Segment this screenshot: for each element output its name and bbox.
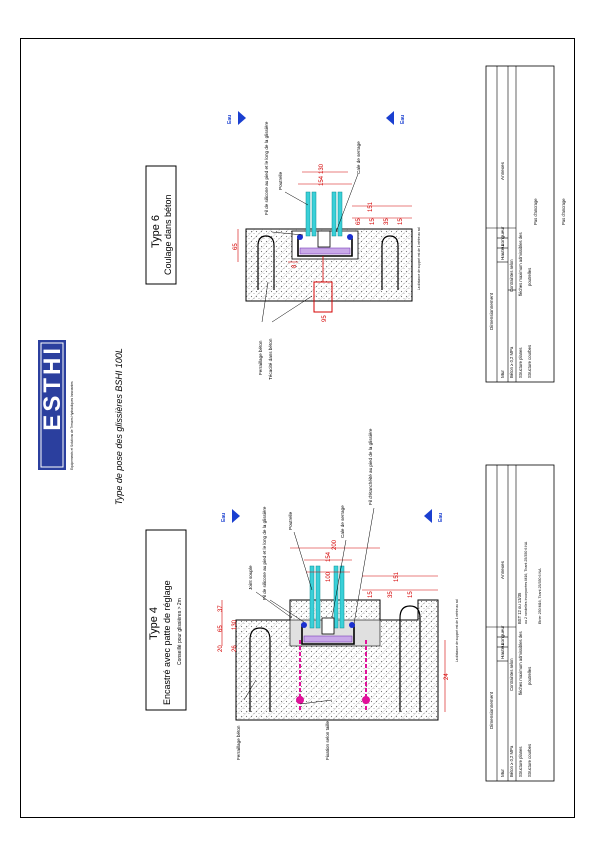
- type4-dim-130: 130: [232, 619, 238, 630]
- table-left-row3-c: Etrier 250 M16, Tirant 25/350 6 NA: [538, 568, 542, 624]
- type6-label-ferraillage: Ferraillage béton: [258, 340, 263, 375]
- table-right-col3: Longueur: [500, 226, 505, 246]
- type6-dim-95: 95: [322, 315, 328, 322]
- type6-dim-8: 8: [292, 264, 298, 268]
- type4-dim-37: 37: [218, 605, 224, 612]
- type4-annotations: Joint souple Fil de silicone au pied et …: [236, 428, 459, 760]
- table-right-col4: Annexes: [500, 161, 505, 180]
- type4-subtitle: Encastré avec patte de réglage: [162, 580, 172, 705]
- type4-dim-154: 154: [326, 551, 332, 562]
- table-left-row2-c: ou 2 rondelles incorporées M16, Tirant 2…: [524, 541, 528, 624]
- type6-dim-15b: 15: [398, 218, 404, 225]
- type4-eau-right: Eau: [438, 513, 444, 522]
- type4-label-fixation: Fixation selon taille: [325, 720, 330, 760]
- table-right-col2: Hauteur: [500, 243, 505, 260]
- table-right-row1-b: Contraintes selon: [509, 259, 514, 292]
- table-left-header: Dimensionnement: [489, 691, 494, 729]
- table-left-col1: Mur: [500, 769, 505, 777]
- table-right-col1: Mur: [500, 370, 505, 378]
- type4-label-fil-etancheite: Fil d'étanchéité au pied de la glissière: [368, 428, 373, 505]
- type4-title-box: Type 4 Encastré avec patte de réglage Co…: [145, 529, 187, 711]
- table-left-row1-c: BST 12 ou 13/35: [517, 592, 522, 624]
- type6-note: La distance de support est de 1 mètre au…: [417, 227, 421, 290]
- logo-tagline: Equipements et Solutions de Tresses Hydr…: [70, 381, 74, 470]
- logo: ESTHI Equipements et Solutions de Tresse…: [38, 340, 74, 470]
- table-left-row1-b: Contraintes selon: [509, 658, 514, 691]
- type6-annotations: Fil de silicone au pied et le long de la…: [258, 121, 421, 380]
- type4-label-cale: Cale de serrage: [340, 505, 345, 538]
- drawing-frame: [20, 38, 575, 818]
- type6-eau-left: Eau: [227, 115, 233, 124]
- type6-section: [237, 171, 413, 313]
- type6-dim-15: 15: [370, 218, 376, 225]
- table-right-row2-b: flèches maximum admissibles des: [518, 232, 523, 296]
- table-left-row2-a: Structure planes: [518, 747, 523, 778]
- table-left: Dimensionnement Mur Hauteur Longueur Ann…: [485, 464, 555, 782]
- type6-subtitle: Coulage dans béton: [163, 194, 173, 275]
- table-right-row2-a: Structure planes: [518, 348, 523, 379]
- type4-label-fil-silicone: Fil de silicone au pied et le long de la…: [262, 506, 267, 600]
- logo-mark: ESTHI: [39, 345, 66, 431]
- type6-dim-151: 151: [368, 201, 374, 212]
- type6-title-box: Type 6 Coulage dans béton: [145, 165, 177, 285]
- type6-dim-154: 154: [319, 175, 325, 186]
- type6-title: Type 6: [150, 215, 162, 248]
- type4-dimensions: 200 154 100 130 37 20 65 26 151 15 35 15…: [218, 539, 450, 680]
- type6-eau-markers: Eau Eau: [227, 111, 406, 125]
- table-left-row2-b: flèches maximum admissibles des: [518, 631, 523, 695]
- type4-note: La distance de support est de 1 mètre au…: [455, 599, 459, 662]
- document-title: Type de pose des glissières BSHI 100L: [114, 348, 124, 505]
- type4-dim-15: 15: [368, 591, 374, 598]
- type6-dim-130: 130: [319, 163, 325, 174]
- table-right-row3-b: poutrelles: [527, 268, 532, 286]
- table-left-row3-a: Structure courbes: [527, 744, 532, 777]
- table-right-row1-c: Pas d'ancrage: [533, 198, 538, 225]
- table-left-row1-a: Béton ≥ 0,2 MPa: [509, 745, 514, 777]
- type6-label-cale: Cale de serrage: [356, 141, 361, 174]
- table-right: Dimensionnement Mur Hauteur Longueur Ann…: [485, 65, 566, 383]
- type4-title: Type 4: [148, 607, 160, 640]
- table-right-row3-a: Structure courbes: [527, 345, 532, 378]
- type4-subnote: Conseillé pour glissières > 2m: [177, 598, 183, 665]
- type4-dim-151: 151: [394, 571, 400, 582]
- type4-dim-20: 20: [218, 645, 224, 652]
- type4-label-joint: Joint souple: [248, 565, 253, 590]
- type4-dim-200: 200: [332, 539, 338, 550]
- type6-label-tecacite: Técacité dans béton: [268, 338, 273, 380]
- table-right-row1-a: Béton ≥ 0,2 MPa: [509, 346, 514, 378]
- table-left-col4: Annexes: [500, 560, 505, 579]
- type4-label-poutrelle: Poutrelle: [288, 511, 293, 530]
- type4-label-ferraillage: Ferraillage béton: [236, 725, 241, 760]
- table-left-row3-b: poutrelles: [527, 667, 532, 685]
- type4-dim-65: 65: [218, 625, 224, 632]
- type4-dim-15b: 15: [408, 591, 414, 598]
- table-left-col3: Longueur: [500, 625, 505, 645]
- type6-eau-right: Eau: [400, 115, 406, 124]
- type6-dimensions: 154 130 8 65 95 151 65 15 35 15: [233, 163, 404, 322]
- table-right-row3-c: Pas d'ancrage: [561, 198, 566, 225]
- table-left-col2: Hauteur: [500, 642, 505, 659]
- table-right-header: Dimensionnement: [489, 292, 494, 330]
- type4-section: [221, 547, 446, 721]
- type6-dim-65b: 65: [356, 218, 362, 225]
- type4-dim-24: 24: [444, 673, 450, 680]
- type4-dim-26: 26: [232, 645, 238, 652]
- type6-dim-65: 65: [233, 243, 239, 250]
- type4-dim-35: 35: [388, 591, 394, 598]
- type4-eau-markers: Eau Eau: [221, 509, 444, 523]
- type4-eau-left: Eau: [221, 513, 227, 522]
- type4-dim-100: 100: [326, 571, 332, 582]
- type6-label-fil-silicone: Fil de silicone au pied et le long de la…: [264, 121, 269, 215]
- type6-dim-35: 35: [384, 218, 390, 225]
- type6-label-poutrelle: Poutrelle: [278, 171, 283, 190]
